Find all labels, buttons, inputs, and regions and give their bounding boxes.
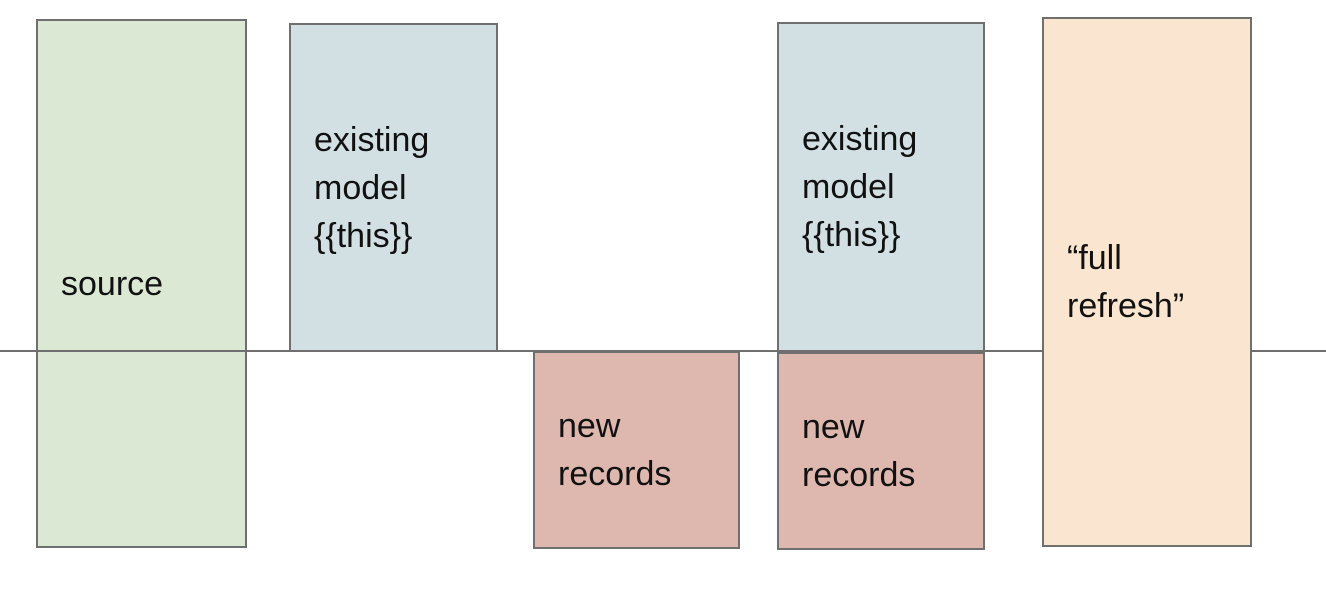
existing-model-label-line3: {{this}} — [314, 216, 413, 255]
existing-model-box-2: existing model {{this}} — [777, 22, 985, 352]
existing-model-label-line1: existing — [314, 120, 430, 159]
new-records-label-line1: new — [558, 407, 621, 445]
new-records-label-line2: records — [558, 455, 672, 493]
full-refresh-box: “full refresh” — [1042, 17, 1252, 547]
existing-model-label-line2: model — [802, 168, 895, 206]
source-label: source — [61, 264, 164, 303]
new-records-box-2: new records — [777, 352, 985, 550]
existing-model-label-line2: model — [314, 168, 407, 207]
new-records-box-1: new records — [533, 351, 740, 549]
full-refresh-label-line1: “full — [1067, 239, 1122, 277]
new-records-label-line2: records — [802, 456, 916, 494]
full-refresh-label-line2: refresh” — [1067, 287, 1185, 325]
existing-model-box-1: existing model {{this}} — [289, 23, 498, 352]
source-box: source — [36, 19, 247, 548]
existing-model-label-line3: {{this}} — [802, 216, 901, 254]
new-records-label-line1: new — [802, 408, 865, 446]
existing-model-label-line1: existing — [802, 120, 918, 158]
